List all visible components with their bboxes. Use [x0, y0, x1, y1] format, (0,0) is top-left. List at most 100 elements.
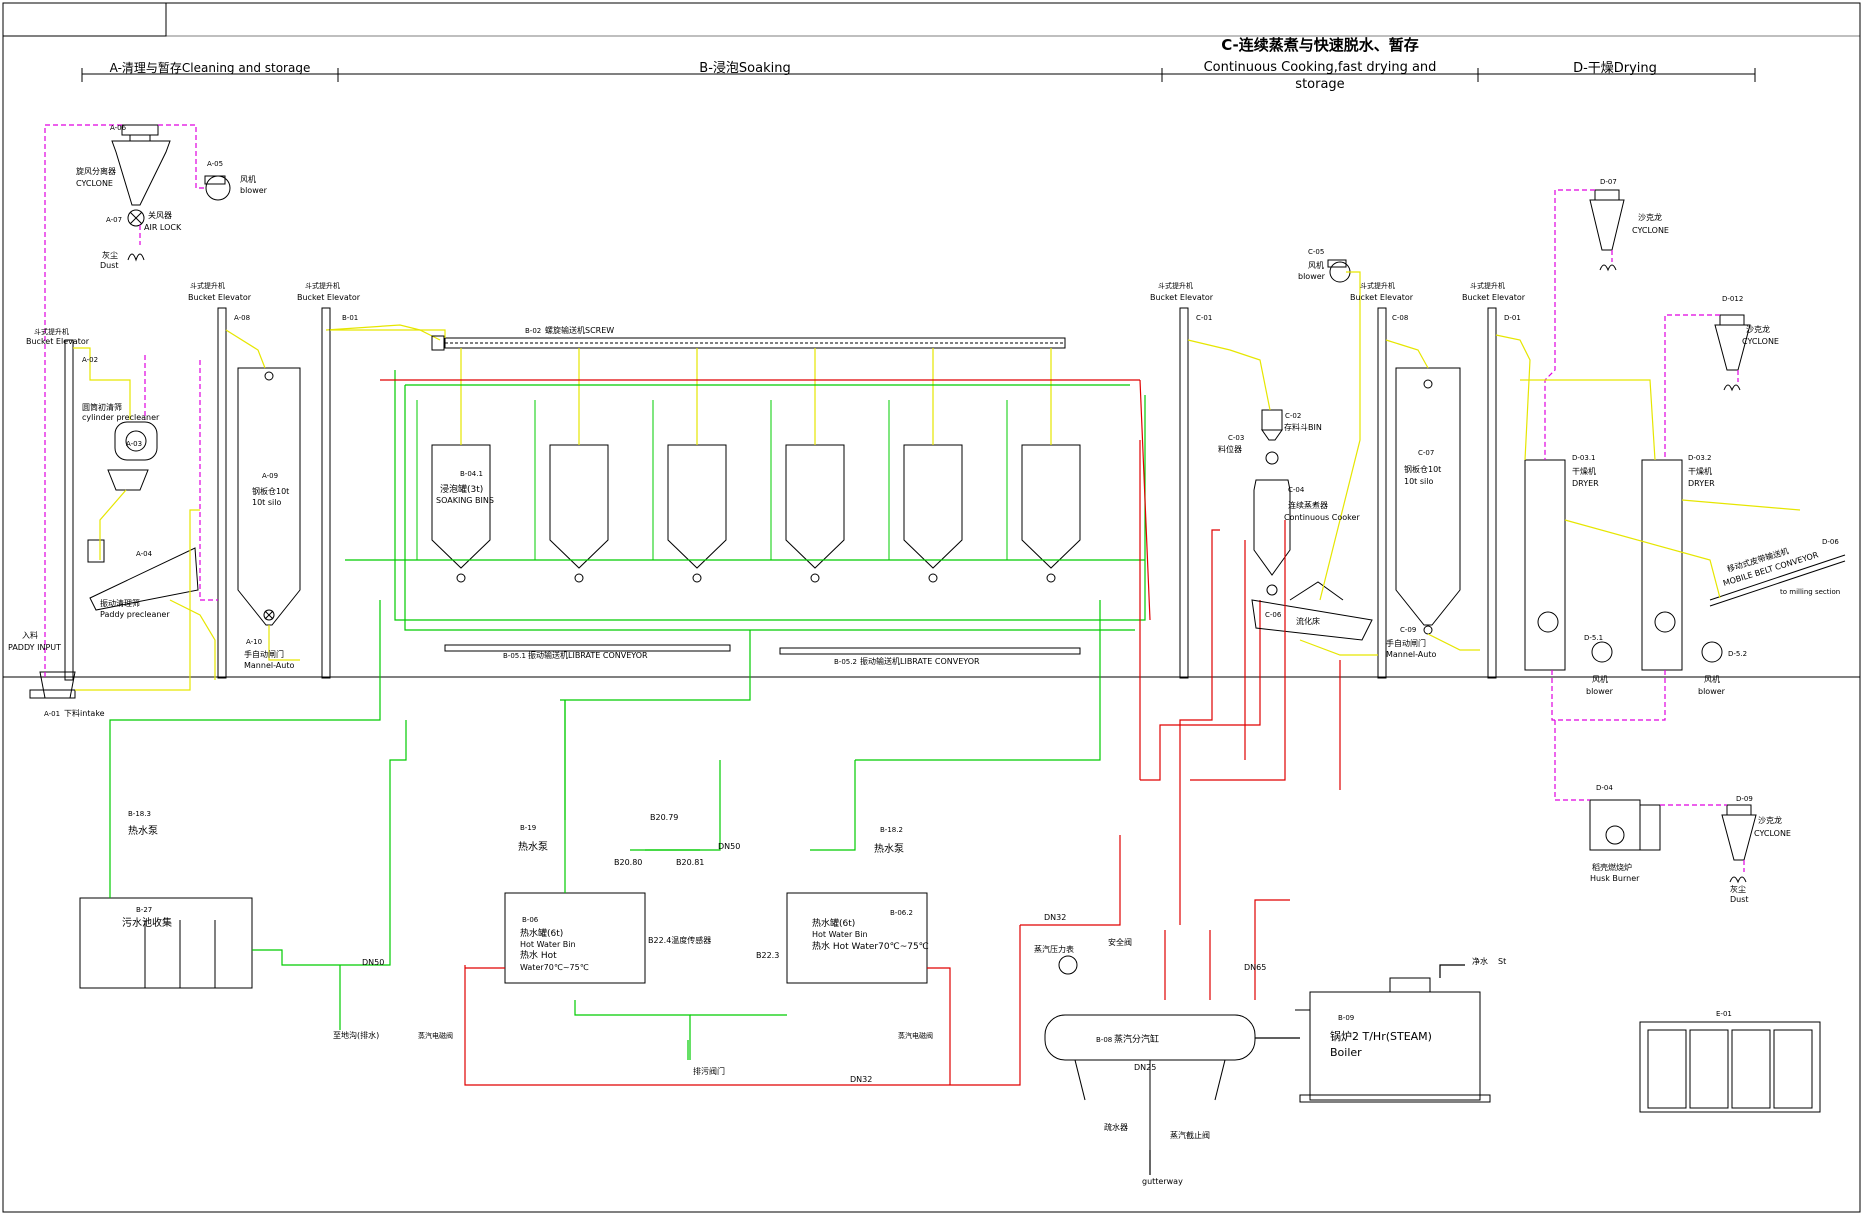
soaking-bins-group — [416, 348, 1097, 583]
bin-c02-label: 存料斗BIN — [1284, 422, 1322, 432]
steam-header-cn: 蒸汽分汽缸 — [1114, 1033, 1159, 1045]
intake-en: PADDY INPUT — [8, 643, 61, 652]
paddy-precleaner-cn: 振动清理筛 — [100, 598, 140, 608]
dryer-d03-en: DRYER — [1572, 479, 1599, 488]
waste-tank-tag: B-27 — [136, 906, 152, 914]
soaking-bin-3 — [667, 444, 727, 569]
elevator-c01-tag: C-01 — [1196, 314, 1212, 322]
steam-stop-label: 蒸汽截止阀 — [1170, 1130, 1210, 1140]
soaking-bin-pipe-5 — [888, 400, 979, 561]
blower-a-cn: 风机 — [240, 174, 256, 184]
blower-c-tag: C-05 — [1308, 248, 1324, 256]
cyl-precleaner-en: cylinder precleaner — [82, 413, 160, 422]
soak-bins-en: SOAKING BINS — [436, 496, 494, 505]
soaking-bin-valve-5 — [928, 573, 938, 583]
section-b-label: B-浸泡Soaking — [699, 61, 790, 76]
soak-bins-tag: B-04.1 — [460, 470, 483, 478]
pipe-b2081: B20.81 — [676, 858, 704, 867]
vib-conveyor-1-label: 振动输送机LIBRATE CONVEYOR — [528, 650, 648, 660]
dryer-d03-tag: D-03.1 — [1572, 454, 1596, 462]
cyclone-d012-cn: 沙克龙 — [1746, 324, 1770, 334]
hot-bin1-cn: 热水罐(6t) — [520, 927, 563, 939]
blower-c-en: blower — [1298, 272, 1326, 281]
silo-c07-cn: 钢板仓10t — [1404, 464, 1441, 474]
elevator-a08-cn: 斗式提升机 — [190, 281, 225, 290]
hot-bin1-tag: B-06 — [522, 916, 539, 924]
soaking-bin-4 — [785, 444, 845, 569]
dryer-c06-tag: C-06 — [1265, 611, 1282, 619]
silo-a09-cn: 钢板仓10t — [252, 486, 289, 496]
soaking-bin-pipe-3 — [652, 400, 743, 561]
pipe-b2079: B20.79 — [650, 813, 678, 822]
section-a-label: A-清理与暂存Cleaning and storage — [110, 61, 311, 75]
cooker-c04-en: Continuous Cooker — [1284, 513, 1360, 522]
vib-conveyor-2-tag: B-05.2 — [834, 658, 857, 666]
section-c-label3: storage — [1295, 77, 1344, 92]
intake-label2: 下料intake — [64, 708, 105, 718]
blower-d2-tag: D-5.2 — [1728, 650, 1747, 658]
pipe-dn32-a: DN32 — [1044, 913, 1066, 922]
gate-c09-en: Mannel-Auto — [1386, 650, 1436, 659]
cyclone-d07-cn: 沙克龙 — [1638, 212, 1662, 222]
dust-d-en: Dust — [1730, 895, 1749, 904]
soaking-bin-valve-4 — [810, 573, 820, 583]
elevator-c08-cn: 斗式提升机 — [1360, 281, 1395, 290]
elevator-a02-cn: 斗式提升机 — [34, 327, 69, 336]
pipe-dn50-b: DN50 — [362, 958, 384, 967]
drain-label: 至地沟(排水) — [333, 1030, 379, 1040]
dryer-c06-cn: 流化床 — [1296, 616, 1320, 626]
section-d-label: D-干燥Drying — [1573, 61, 1657, 76]
hot-bin1-en: Hot Water Bin — [520, 940, 576, 949]
blower-c-cn: 风机 — [1308, 260, 1324, 270]
cyclone-a-cn: 旋风分离器 — [76, 166, 116, 176]
elevator-b01-en: Bucket Elevator — [297, 293, 361, 302]
pipe-b2080: B20.80 — [614, 858, 642, 867]
dryer-d03-cn: 干燥机 — [1572, 466, 1596, 476]
pipe-dn25: DN25 — [1134, 1063, 1156, 1072]
section-d-text: 斗式提升机 Bucket Elevator D-01 D-07 沙克龙 CYCL… — [1462, 178, 1840, 1018]
section-a-equipment — [29, 124, 301, 699]
hot-pump-mid-cn: 热水泵 — [518, 840, 548, 853]
husk-burner-cn: 稻壳燃烧炉 — [1592, 862, 1632, 872]
pipe-b223: B22.3 — [756, 951, 779, 960]
soaking-bin-pipe-4 — [770, 400, 861, 561]
soaking-bin-valve-2 — [574, 573, 584, 583]
gate-c09-cn: 手自动闸门 — [1386, 638, 1426, 648]
cooker-c04-cn: 连续蒸煮器 — [1288, 500, 1328, 510]
silo-c07-en: 10t silo — [1404, 477, 1433, 486]
gate-c09-tag: C-09 — [1400, 626, 1416, 634]
hot-bin2-cn2: 热水 Hot Water70℃~75℃ — [812, 940, 929, 952]
pipe-dn65: DN65 — [1244, 963, 1266, 972]
cyclone-d09-tag: D-09 — [1736, 795, 1753, 803]
section-c-label2: Continuous Cooking,fast drying and — [1204, 60, 1437, 75]
water-in-cn: 净水 — [1472, 956, 1488, 966]
elevator-a08-en: Bucket Elevator — [188, 293, 252, 302]
paddy-precleaner-tag: A-04 — [136, 550, 153, 558]
hot-bin1-en2: Water70℃~75℃ — [520, 963, 589, 972]
level-c03-tag: C-03 — [1228, 434, 1244, 442]
bin-c02-tag: C-02 — [1285, 412, 1301, 420]
section-c-label: C-连续蒸煮与快速脱水、暂存 — [1221, 36, 1419, 54]
dust-a-cn: 灰尘 — [102, 250, 118, 260]
water-in-en: St — [1498, 957, 1506, 966]
steam-valve-right: 蒸汽电磁阀 — [898, 1031, 933, 1040]
airlock-tag: A-07 — [106, 216, 122, 224]
blower-d2-en: blower — [1698, 687, 1726, 696]
safety-valve-label: 安全阀 — [1108, 937, 1132, 947]
boiler-tag: B-09 — [1338, 1014, 1354, 1022]
hot-pump-right-cn: 热水泵 — [874, 842, 904, 855]
gate-a10-cn: 手自动闸门 — [244, 649, 284, 659]
hot-bin2-cn: 热水罐(6t) — [812, 917, 855, 929]
cyl-precleaner-tag: A-03 — [126, 440, 142, 448]
elevator-a02-tag: A-02 — [82, 356, 98, 364]
silo-a09-tag: A-09 — [262, 472, 278, 480]
elevator-d01-tag: D-01 — [1504, 314, 1521, 322]
drain-valve-label: 排污阀门 — [693, 1066, 725, 1076]
pipe-dn32-b: DN32 — [850, 1075, 872, 1084]
section-c-equipment — [1044, 259, 1491, 1150]
soak-bins-cn: 浸泡罐(3t) — [440, 483, 483, 495]
intake-tag: A-01 — [44, 710, 60, 718]
soaking-bin-6 — [1021, 444, 1081, 569]
level-c03-cn: 料位器 — [1218, 444, 1242, 454]
